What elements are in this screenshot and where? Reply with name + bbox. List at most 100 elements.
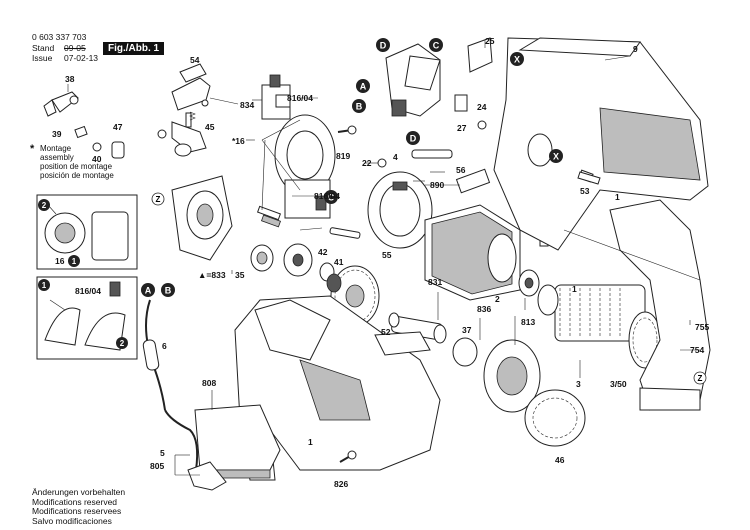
issue-value: 07-02-13 [64, 53, 99, 63]
brush-holder-816-04 [252, 74, 291, 120]
label-24: 24 [477, 102, 487, 112]
label-5: 5 [160, 448, 165, 458]
label-833: ▲=833 [198, 270, 226, 280]
inset-box-2 [36, 276, 138, 360]
marker-1-inset1: 1 [68, 255, 80, 267]
footer-notes: Änderungen vorbehalten Modifications res… [32, 487, 126, 526]
label-805: 805 [150, 461, 164, 471]
part-labels: 38 39 40 47 54 834 45 *16 816/04 816/04 … [52, 36, 709, 489]
label-9: 9 [633, 44, 638, 54]
label-6: 6 [162, 341, 167, 351]
auxiliary-handle [563, 199, 711, 411]
screw-826 [339, 450, 357, 463]
footer-line: Modifications reservees [32, 506, 122, 516]
montage-note: * Montage assembly position de montage p… [30, 143, 114, 181]
montage-line: assembly [40, 153, 74, 162]
label-1-housing: 1 [308, 437, 313, 447]
gear-housing [157, 121, 282, 261]
issue-label: Issue [32, 53, 53, 63]
label-826: 826 [334, 479, 348, 489]
cover-54 [171, 63, 239, 128]
bracket-52 [374, 331, 431, 356]
marker-c-left: C [324, 190, 338, 204]
label-754: 754 [690, 345, 704, 355]
label-813: 813 [521, 317, 535, 327]
footer-line: Änderungen vorbehalten [32, 487, 126, 497]
svg-text:D: D [410, 134, 417, 144]
svg-text:1: 1 [42, 281, 47, 290]
marker-d-top: D [376, 38, 390, 52]
svg-text:Z: Z [698, 374, 703, 383]
button-47 [111, 141, 125, 159]
label-22: 22 [362, 158, 372, 168]
label-39: 39 [52, 129, 62, 139]
marker-x-top: X [510, 52, 524, 66]
marker-1-inset2: 1 [38, 279, 50, 291]
svg-text:X: X [553, 152, 559, 162]
power-cord [142, 299, 227, 491]
label-816-04-inset: 816/04 [75, 286, 101, 296]
svg-text:Z: Z [156, 195, 161, 204]
label-16-inset: 16 [55, 256, 65, 266]
svg-text:C: C [433, 41, 440, 51]
label-836: 836 [477, 304, 491, 314]
label-42: 42 [318, 247, 328, 257]
label-35: 35 [235, 270, 245, 280]
svg-text:D: D [380, 41, 387, 51]
marker-c-top: C [429, 38, 443, 52]
marker-x-mid: X [549, 149, 563, 163]
svg-text:B: B [165, 286, 172, 296]
label-46: 46 [555, 455, 565, 465]
inset-box-1 [36, 194, 138, 270]
label-27: 27 [457, 123, 467, 133]
label-819: 819 [336, 151, 350, 161]
label-55: 55 [382, 250, 392, 260]
armature-3 [537, 284, 669, 369]
part-number: 0 603 337 703 [32, 32, 87, 42]
label-45: 45 [205, 122, 215, 132]
switch-lever-38 [43, 84, 79, 117]
label-40: 40 [92, 154, 102, 164]
label-1-upper: 1 [615, 192, 620, 202]
screw-819 [337, 125, 357, 135]
chuck-group [452, 337, 586, 447]
label-54: 54 [190, 55, 200, 65]
label-816-04-top: 816/04 [287, 93, 313, 103]
marker-2-inset1: 2 [38, 199, 50, 211]
svg-text:1: 1 [72, 257, 77, 266]
marker-z-left: Z [151, 192, 165, 206]
bearing-813 [518, 269, 540, 297]
marker-b-cord: B [161, 283, 175, 297]
label-37: 37 [462, 325, 472, 335]
spring-39 [74, 125, 88, 139]
rear-housing-9 [493, 37, 709, 251]
contact-parts-24-25-27 [454, 37, 493, 130]
label-52: 52 [381, 327, 391, 337]
marker-a-mid: A [356, 79, 370, 93]
figure-label: Fig./Abb. 1 [103, 42, 165, 55]
marker-b-mid: B [352, 99, 366, 113]
label-2: 2 [495, 294, 500, 304]
label-4: 4 [393, 152, 398, 162]
svg-text:B: B [356, 102, 363, 112]
footer-line: Modifications reserved [32, 496, 118, 507]
field-coil-2 [424, 204, 549, 301]
label-41: 41 [334, 257, 344, 267]
label-56: 56 [456, 165, 466, 175]
label-3-50: 3/50 [610, 379, 627, 389]
marker-a-cord: A [141, 283, 155, 297]
label-3: 3 [576, 379, 581, 389]
brush-plate-16 [274, 114, 336, 219]
svg-text:2: 2 [42, 201, 47, 210]
label-808: 808 [202, 378, 216, 388]
label-1-lower: 1 [572, 284, 577, 294]
label-53: 53 [580, 186, 590, 196]
label-816-04-mid: 816/04 [314, 191, 340, 201]
label-831: 831 [428, 277, 442, 287]
svg-text:C: C [328, 193, 335, 203]
montage-symbol: * [30, 143, 35, 155]
label-16-star: *16 [232, 136, 245, 146]
brush-holder-4 [367, 171, 433, 249]
montage-line: posición de montage [40, 171, 114, 180]
